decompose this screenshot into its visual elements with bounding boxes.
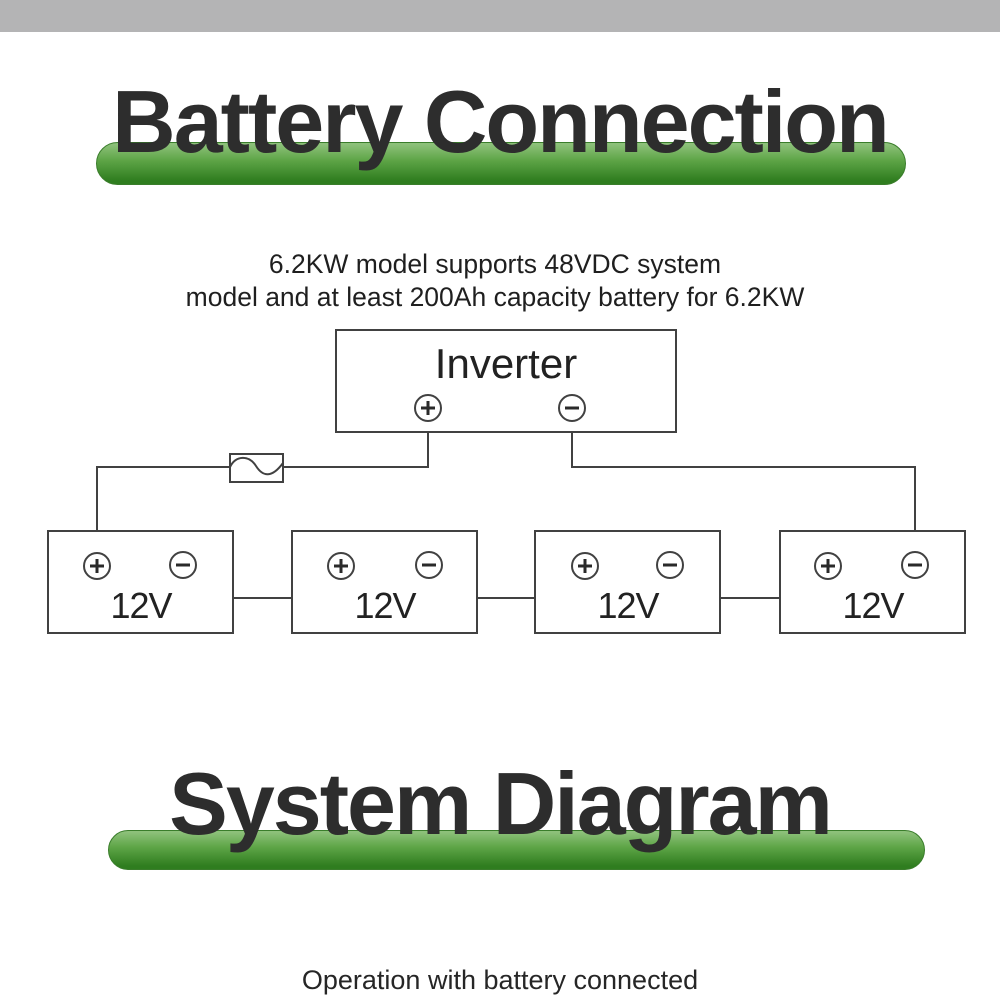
inverter-plus-terminal — [414, 394, 442, 422]
system-banner-green-pill — [108, 830, 925, 870]
battery-box — [779, 530, 966, 634]
plus-icon — [421, 401, 435, 415]
battery-note-line2: model and at least 200Ah capacity batter… — [185, 282, 805, 312]
battery-voltage-label: 12V — [842, 585, 904, 626]
plus-icon — [578, 559, 592, 573]
wire-fuse-to-battery1-plus — [96, 466, 230, 553]
fuse-sine-wave-icon — [229, 456, 284, 476]
battery-1: 12V — [47, 530, 234, 634]
battery-connection-title: Battery Connection — [112, 72, 890, 171]
battery-box — [534, 530, 721, 634]
battery-voltage-label: 12V — [110, 585, 172, 626]
plus-icon — [90, 559, 104, 573]
wire-inverter-minus-to-battery4-minus — [571, 421, 916, 552]
fuse-breaker — [229, 453, 284, 483]
plus-icon — [821, 559, 835, 573]
battery-box — [47, 530, 234, 634]
battery-voltage-label: 12V — [597, 585, 659, 626]
battery-3: 12V — [534, 530, 721, 634]
top-gray-bar — [0, 0, 1000, 32]
inverter: Inverter — [335, 329, 677, 433]
battery-note: 6.2KW model supports 48VDC system model … — [0, 248, 990, 314]
inverter-box — [335, 329, 677, 433]
battery-note-line1: 6.2KW model supports 48VDC system — [268, 249, 722, 279]
system-diagram-title: System Diagram — [169, 754, 833, 853]
inverter-label: Inverter — [435, 340, 577, 387]
battery-banner-green-pill — [96, 142, 906, 185]
battery-voltage-label: 12V — [354, 585, 416, 626]
wire-inverter-plus-to-fuse — [283, 421, 429, 468]
battery-2: 12V — [291, 530, 478, 634]
footer-caption: Operation with battery connected — [301, 965, 699, 995]
plus-icon — [334, 559, 348, 573]
inverter-minus-terminal — [558, 394, 586, 422]
battery-4: 12V — [779, 530, 966, 634]
battery-box — [291, 530, 478, 634]
